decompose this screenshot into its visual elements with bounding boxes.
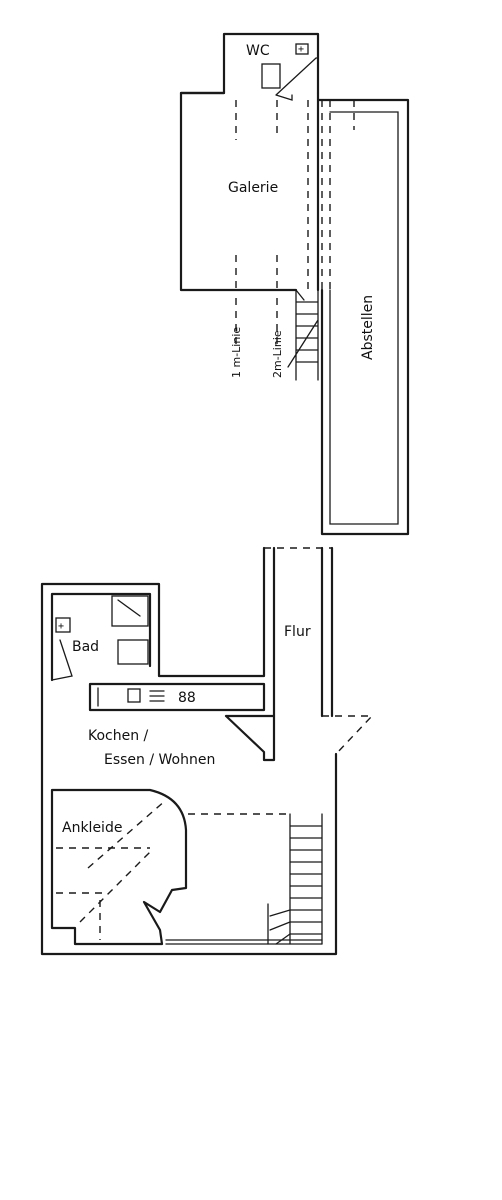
ankleide-walls (50, 788, 188, 946)
label-1m-linie: 1 m-Linie (230, 327, 243, 378)
bad-door (51, 639, 73, 681)
ankleide-diagonal-2 (79, 851, 151, 923)
ankleide-diagonal-1 (87, 799, 167, 869)
outer-walls (40, 546, 338, 956)
kitchen-counter (88, 682, 266, 712)
label-2m-linie: 2m-Linie (271, 330, 284, 378)
label-flur: Flur (284, 624, 311, 640)
shower-icon (111, 595, 149, 627)
label-essen-wohnen: Essen / Wohnen (104, 752, 215, 768)
label-wc: WC (246, 43, 270, 59)
lower-floor: + 88 Bad Flur Kochen / Essen / Wohnen An… (40, 546, 374, 956)
stove-icon: 88 (178, 690, 196, 706)
wc-sink-plus: + (298, 44, 304, 55)
label-ankleide: Ankleide (62, 820, 122, 836)
abstellen-inner-line (329, 111, 399, 525)
label-galerie: Galerie (228, 180, 278, 196)
window-sill (165, 939, 323, 945)
sink-icon (127, 688, 141, 703)
abstellen-walls (316, 91, 410, 536)
lower-stair (289, 813, 323, 945)
wc-sink-icon (295, 43, 309, 55)
galerie-walls (179, 91, 298, 292)
galerie-edge-dashed (307, 100, 323, 290)
upper-floor: + WC Galerie Abstellen 1 m-Linie 2m-Lini… (179, 32, 410, 536)
entry-door (224, 714, 276, 762)
flur-walls (320, 546, 334, 718)
label-kochen: Kochen / (88, 728, 149, 744)
label-bad: Bad (72, 639, 99, 655)
flur-door-dashed (322, 715, 374, 755)
sink-drain-lines (149, 690, 165, 702)
bad-sink-icon (55, 617, 71, 633)
toilet-icon (261, 63, 281, 89)
bad-walls (50, 592, 152, 682)
shower-diagonal (117, 599, 141, 617)
bathtub-icon (117, 639, 149, 665)
upper-stair (287, 289, 319, 381)
ankleide-dashed-horizontal (56, 847, 150, 894)
label-abstellen: Abstellen (360, 295, 376, 360)
wc-door (275, 57, 319, 101)
stair-arrow (295, 289, 305, 301)
bad-sink-plus: + (58, 621, 64, 632)
stair-winders (267, 903, 291, 945)
